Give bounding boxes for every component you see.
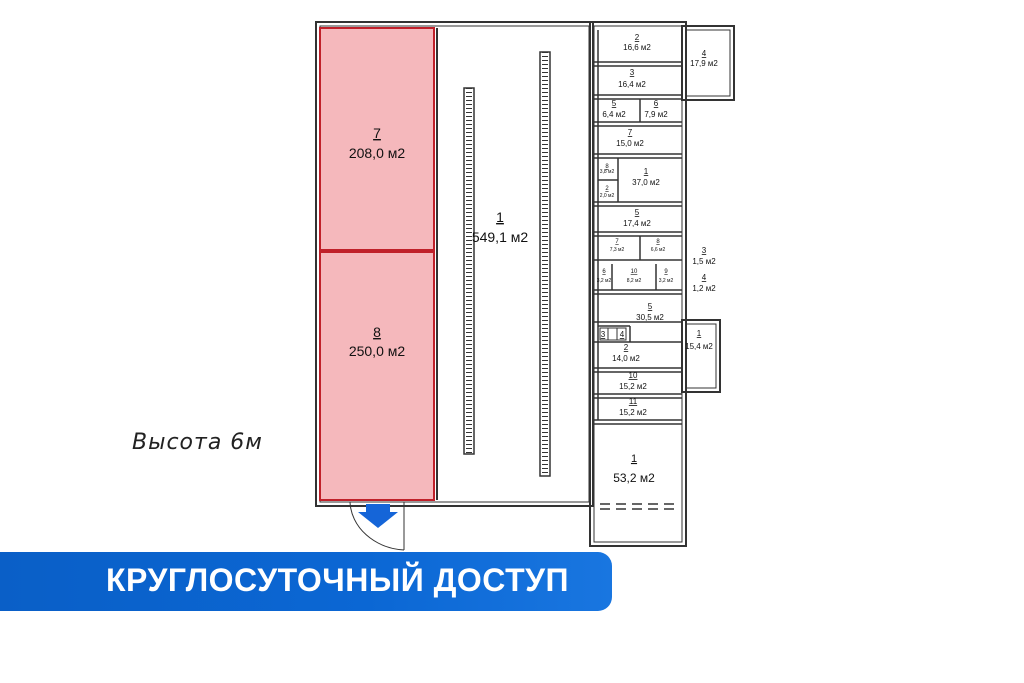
room-area-r7: 208,0 м2 bbox=[349, 145, 406, 161]
room-number-c8: 8 bbox=[656, 239, 660, 245]
room-number-d11: 11 bbox=[629, 397, 638, 406]
access-banner-text: КРУГЛОСУТОЧНЫЙ ДОСТУП bbox=[106, 562, 570, 598]
room-number-b5: 5 bbox=[635, 208, 640, 217]
room-7-highlight[interactable] bbox=[319, 27, 435, 251]
outer-walls bbox=[315, 21, 735, 547]
room-area-c4: 1,2 м2 bbox=[692, 284, 716, 293]
access-banner: КРУГЛОСУТОЧНЫЙ ДОСТУП bbox=[0, 552, 612, 611]
room-number-c3: 3 bbox=[702, 246, 707, 255]
room-number-a2: 2 bbox=[635, 33, 640, 42]
entrance-arrow-icon bbox=[358, 504, 398, 528]
entrance-door bbox=[349, 501, 405, 551]
room-area-d1: 15,4 м2 bbox=[685, 342, 713, 351]
room-number-a4: 4 bbox=[702, 49, 707, 58]
room-number-e1: 1 bbox=[631, 453, 637, 465]
room-area-a3: 16,4 м2 bbox=[618, 80, 646, 89]
stair-block bbox=[599, 327, 627, 341]
room-number-a5: 5 bbox=[612, 99, 617, 108]
room-number-r7: 7 bbox=[373, 125, 381, 141]
room-number-d1: 1 bbox=[697, 329, 702, 338]
room-area-a4: 17,9 м2 bbox=[690, 59, 718, 68]
room-area-r8: 250,0 м2 bbox=[349, 343, 406, 359]
room-area-b8: 3,8 м2 bbox=[600, 169, 615, 175]
room-number-c9: 9 bbox=[664, 269, 668, 275]
room-area-c3: 1,5 м2 bbox=[692, 257, 716, 266]
room-number-c10: 10 bbox=[631, 269, 638, 275]
room-area-d5: 30,5 м2 bbox=[636, 313, 664, 322]
room-area-a2: 16,6 м2 bbox=[623, 43, 651, 52]
room-area-d10: 15,2 м2 bbox=[619, 382, 647, 391]
room-number-b2: 2 bbox=[605, 186, 609, 192]
crane-rail-left bbox=[463, 87, 475, 455]
room-number-b8: 8 bbox=[605, 164, 609, 170]
interior-walls bbox=[594, 30, 682, 510]
room-area-c9: 3,2 м2 bbox=[659, 278, 674, 284]
room-area-d11: 15,2 м2 bbox=[619, 408, 647, 417]
room-8-highlight[interactable] bbox=[319, 251, 435, 501]
room-number-d10: 10 bbox=[629, 371, 638, 380]
room-number-a3: 3 bbox=[630, 68, 635, 77]
crane-rail-right bbox=[539, 51, 551, 477]
room-number-c6: 6 bbox=[602, 269, 606, 275]
room-area-b5: 17,4 м2 bbox=[623, 219, 651, 228]
stair-label: 3 bbox=[601, 330, 606, 339]
room-area-c7: 7,3 м2 bbox=[610, 247, 625, 253]
room-area-c8: 6,6 м2 bbox=[651, 247, 666, 253]
room-number-main: 1 bbox=[496, 209, 504, 225]
room-area-c10: 8,2 м2 bbox=[627, 278, 642, 284]
room-number-b1: 1 bbox=[644, 167, 649, 176]
room-number-c4: 4 bbox=[702, 273, 707, 282]
room-area-main: 549,1 м2 bbox=[472, 229, 529, 245]
room-number-r8: 8 bbox=[373, 324, 381, 340]
room-area-b2: 2,0 м2 bbox=[600, 193, 615, 199]
room-number-c7: 7 bbox=[615, 239, 619, 245]
room-area-a5: 6,4 м2 bbox=[602, 110, 626, 119]
room-area-b1: 37,0 м2 bbox=[632, 178, 660, 187]
room-number-d5: 5 bbox=[648, 302, 653, 311]
room-area-c6: 3,2 м2 bbox=[597, 278, 612, 284]
room-area-a7: 15,0 м2 bbox=[616, 139, 644, 148]
height-note: Высота 6м bbox=[132, 430, 263, 455]
room-area-e1: 53,2 м2 bbox=[613, 471, 655, 485]
room-number-a7: 7 bbox=[628, 128, 633, 137]
room-number-d2: 2 bbox=[624, 343, 629, 352]
stair-label: 4 bbox=[620, 330, 625, 339]
room-area-a6: 7,9 м2 bbox=[644, 110, 668, 119]
room-area-d2: 14,0 м2 bbox=[612, 354, 640, 363]
room-number-a6: 6 bbox=[654, 99, 659, 108]
